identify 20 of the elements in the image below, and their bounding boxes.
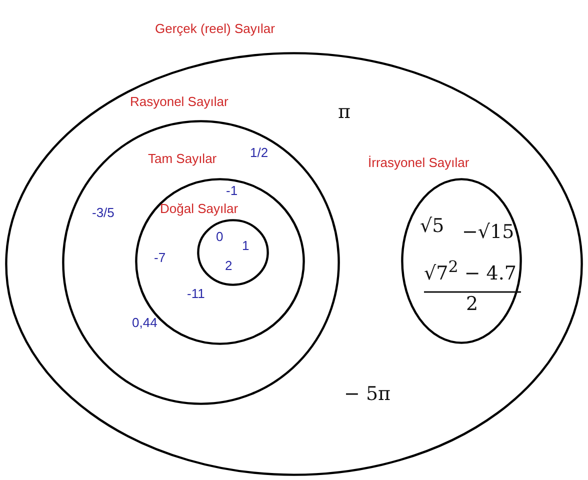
number-label: -11 [187, 287, 205, 302]
number-label: 0,44 [132, 316, 158, 330]
number-label: 2 [225, 259, 232, 274]
set-label: Gerçek (reel) Sayılar [155, 22, 275, 36]
number-label: -3/5 [92, 206, 114, 220]
number-label: 1/2 [250, 146, 268, 160]
math-expression: √5 [420, 216, 444, 237]
number-label: 0 [216, 230, 224, 244]
math-expression: √7$^{2}$ − 4.7 [424, 258, 516, 284]
number-label: 1 [242, 239, 250, 254]
math-expression: π [338, 102, 350, 123]
set-label: Doğal Sayılar [160, 202, 238, 216]
math-expression: 2 [466, 294, 478, 315]
number-label: -1 [226, 184, 238, 198]
math-expression: − 5π [344, 384, 391, 405]
set-label: Rasyonel Sayılar [130, 95, 228, 110]
math-expression: −√15 [462, 222, 514, 243]
set-label: Tam Sayılar [148, 152, 217, 166]
set-label: İrrasyonel Sayılar [368, 156, 470, 170]
number-label: -7 [154, 251, 166, 266]
